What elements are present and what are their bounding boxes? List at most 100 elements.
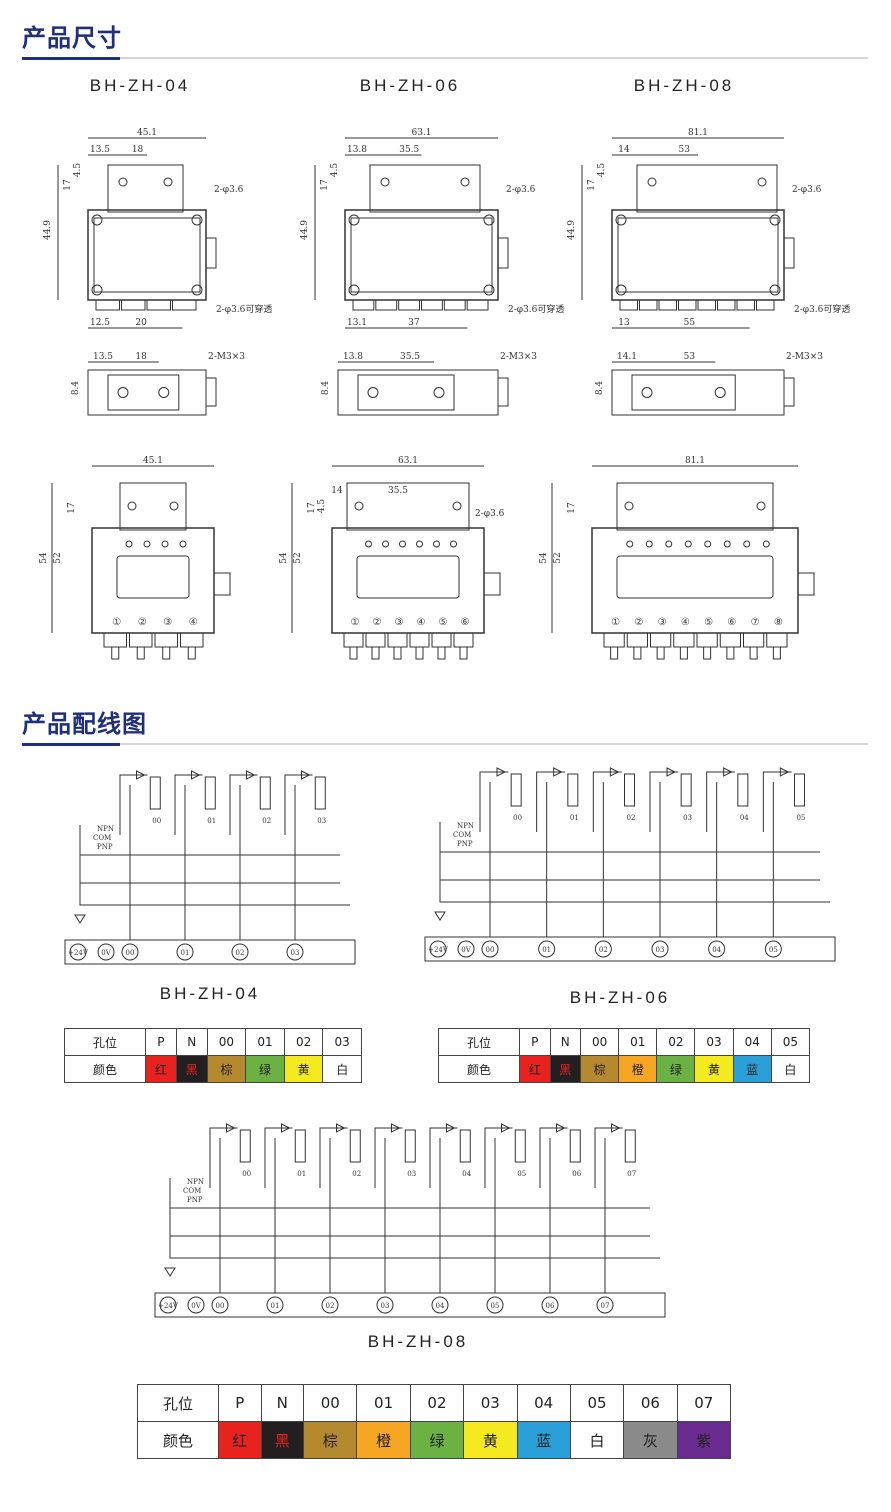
terminal-label: 01 bbox=[271, 1302, 280, 1310]
channel-wire bbox=[264, 1127, 293, 1188]
terminal-label: 04 bbox=[436, 1302, 445, 1310]
port-number: ② bbox=[634, 617, 643, 628]
terminal-label: 00 bbox=[216, 1302, 225, 1310]
dim-text: 8.4 bbox=[321, 381, 331, 396]
connector bbox=[172, 299, 197, 311]
connector bbox=[375, 299, 398, 311]
terminal bbox=[457, 940, 475, 958]
position-cell: 02 bbox=[283, 1028, 324, 1056]
led-indicator bbox=[161, 540, 169, 548]
hole-callout: 2-φ3.6 bbox=[506, 185, 536, 195]
terminal-label: +24V bbox=[158, 1302, 179, 1310]
front-gland bbox=[483, 572, 501, 596]
front-connector bbox=[673, 632, 695, 648]
channel-wire bbox=[484, 1127, 513, 1188]
mount-hole bbox=[163, 177, 173, 187]
led-symbol bbox=[553, 767, 563, 777]
front-pin bbox=[749, 646, 758, 660]
channel-wire bbox=[649, 771, 679, 832]
front-pin bbox=[437, 646, 446, 660]
dim-text: 53 bbox=[679, 145, 691, 155]
port-number: ① bbox=[112, 617, 121, 628]
dim-text: 4.5 bbox=[597, 163, 607, 178]
pnp-label: PNP bbox=[187, 1196, 203, 1204]
terminal-label: 02 bbox=[236, 949, 245, 957]
terminal-label: 06 bbox=[546, 1302, 555, 1310]
led-symbol bbox=[391, 1123, 401, 1133]
dim-text: 55 bbox=[684, 318, 696, 328]
position-cell: 05 bbox=[569, 1384, 625, 1422]
header-cell-color: 颜色 bbox=[64, 1055, 146, 1083]
dim-text: 81.1 bbox=[688, 128, 708, 138]
section-divider bbox=[22, 57, 868, 60]
connector bbox=[658, 299, 677, 311]
color-swatch-cell: 黄 bbox=[463, 1421, 518, 1459]
side-screw bbox=[367, 387, 379, 398]
channel-label: 04 bbox=[462, 1170, 471, 1178]
color-swatch-cell: 橙 bbox=[618, 1055, 658, 1083]
front-tab bbox=[346, 482, 470, 531]
front-window bbox=[356, 555, 460, 599]
front-window bbox=[116, 555, 190, 599]
model-label-zh04: BH-ZH-04 bbox=[89, 76, 191, 95]
connector bbox=[717, 299, 736, 311]
sensor-connector bbox=[239, 1129, 251, 1163]
through-hole-callout: 2-φ3.6可穿透 bbox=[508, 303, 564, 315]
diode-symbol bbox=[74, 914, 86, 924]
led-symbol bbox=[611, 1123, 621, 1133]
position-cell: 01 bbox=[245, 1028, 285, 1056]
corner-screw bbox=[769, 214, 781, 226]
terminal bbox=[321, 1296, 339, 1314]
mount-hole bbox=[647, 177, 657, 187]
channel-label: 07 bbox=[627, 1170, 636, 1178]
front-pin bbox=[136, 646, 145, 660]
front-connector bbox=[766, 632, 788, 648]
front-connector bbox=[365, 632, 386, 648]
model-label-wiring-zh08: BH-ZH-08 bbox=[367, 1332, 469, 1351]
channel-wire bbox=[429, 1127, 458, 1188]
mount-tab bbox=[636, 164, 778, 213]
led-indicator bbox=[626, 540, 634, 548]
screw-callout: 2-M3×3 bbox=[500, 352, 537, 362]
table-row-colors: 颜色红黑棕橙绿黄蓝白 bbox=[438, 1055, 811, 1083]
front-pin bbox=[656, 646, 665, 660]
led-indicator bbox=[143, 540, 151, 548]
led-indicator bbox=[365, 540, 372, 548]
front-connector bbox=[409, 632, 430, 648]
dim-text: 17 bbox=[63, 179, 73, 191]
led-symbol bbox=[246, 770, 256, 780]
terminal bbox=[481, 940, 499, 958]
dim-text: 18 bbox=[132, 145, 144, 155]
connector bbox=[466, 299, 489, 311]
led-symbol bbox=[609, 767, 620, 777]
header-cell-position: 孔位 bbox=[64, 1028, 146, 1056]
connector bbox=[678, 299, 697, 311]
terminal-label: 01 bbox=[181, 949, 190, 957]
cable-gland bbox=[783, 237, 795, 269]
terminal-label: 03 bbox=[656, 946, 665, 954]
terminal bbox=[708, 940, 726, 958]
led-indicator bbox=[743, 540, 751, 548]
led-indicator bbox=[665, 540, 673, 548]
channel-wire bbox=[479, 771, 509, 832]
side-screw bbox=[714, 387, 726, 398]
connector bbox=[121, 299, 146, 311]
front-connector bbox=[603, 632, 625, 648]
position-cell: 03 bbox=[322, 1028, 362, 1056]
dim-text: 35.5 bbox=[399, 145, 419, 155]
front-connector bbox=[626, 632, 648, 648]
color-swatch-cell: 黄 bbox=[283, 1055, 324, 1083]
dim-text: 17 bbox=[320, 179, 330, 191]
channel-label: 01 bbox=[207, 817, 216, 825]
channel-wire bbox=[762, 771, 792, 832]
color-swatch-cell: 蓝 bbox=[516, 1421, 571, 1459]
front-tab bbox=[616, 482, 774, 531]
header-cell-color: 颜色 bbox=[137, 1421, 219, 1459]
bus-wire bbox=[169, 1178, 660, 1259]
mount-tab bbox=[369, 164, 481, 213]
corner-screw bbox=[483, 284, 495, 296]
pnp-label: PNP bbox=[97, 843, 113, 851]
